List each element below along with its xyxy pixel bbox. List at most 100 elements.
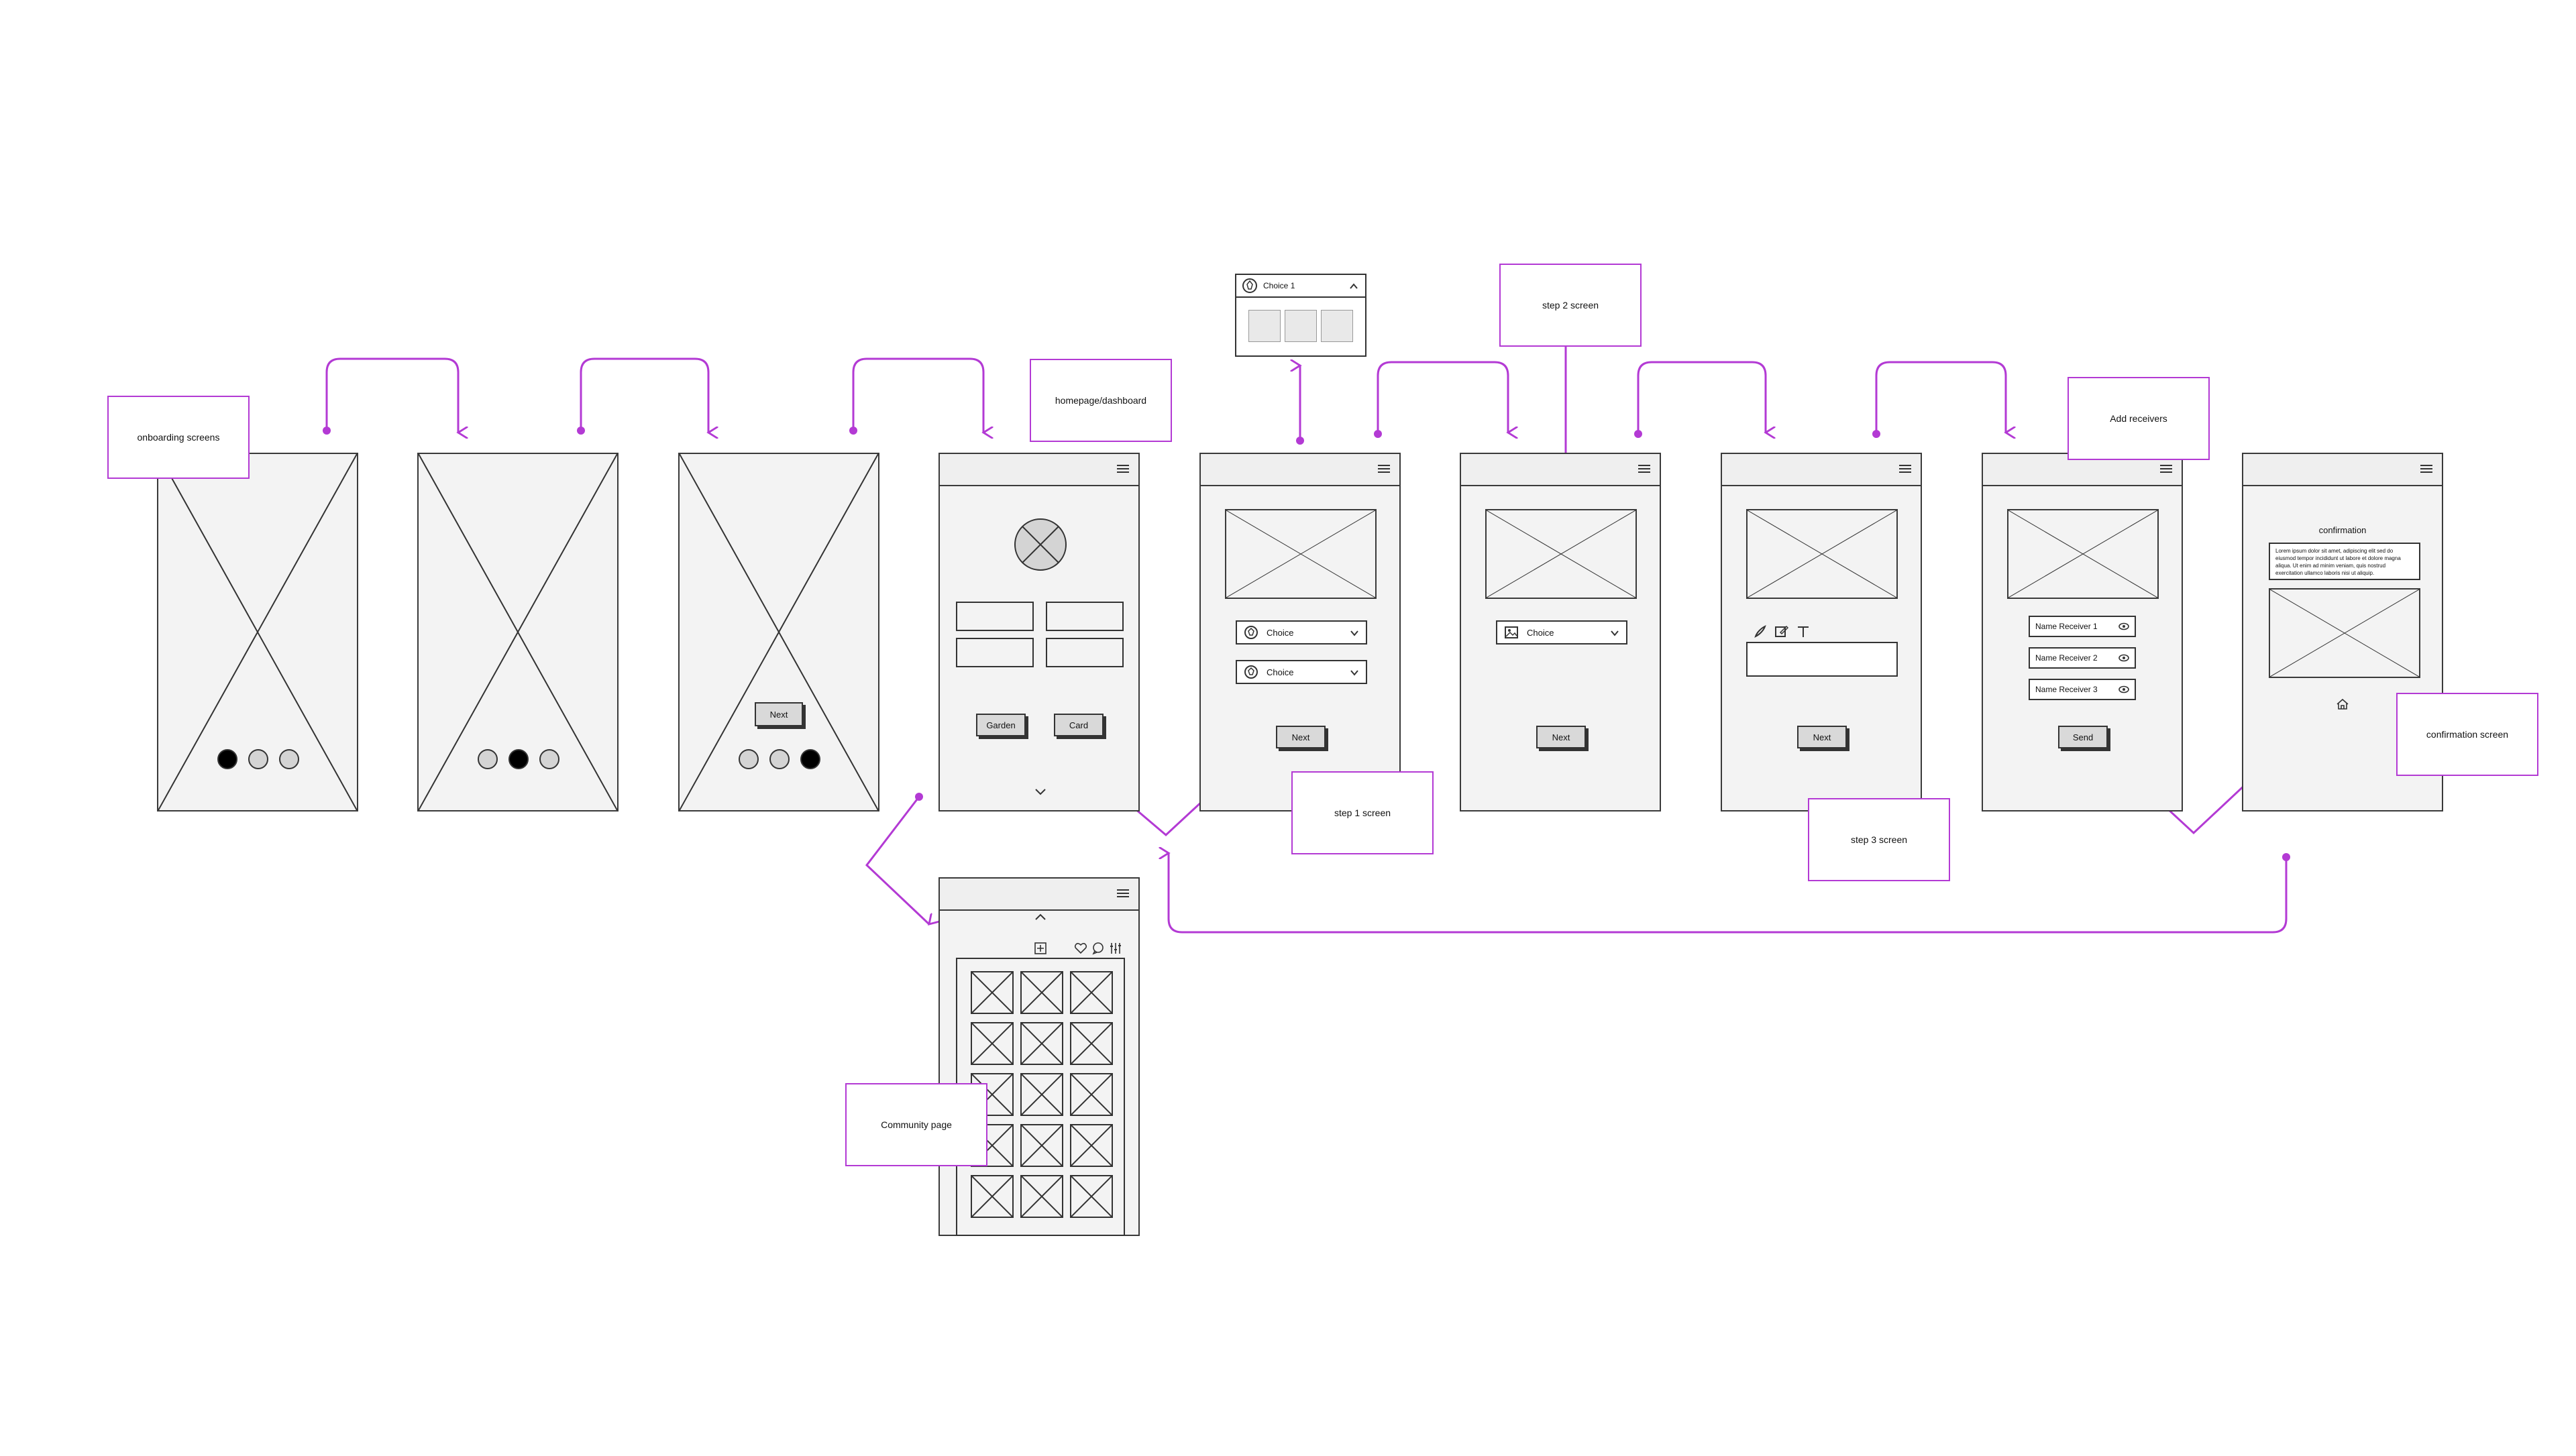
dropdown-value: Choice [1527, 627, 1554, 638]
receiver-row[interactable]: Name Receiver 3 [2029, 679, 2136, 700]
brush-icon[interactable] [1753, 624, 1768, 639]
receiver-name: Name Receiver 2 [2035, 653, 2098, 663]
card-button[interactable]: Card [1054, 714, 1104, 736]
post-grid [956, 958, 1125, 1236]
onboarding-screen-2 [417, 453, 619, 811]
receivers-screen: Name Receiver 1 Name Receiver 2 Name Rec… [1982, 453, 2183, 811]
step2-screen: Choice Next [1460, 453, 1661, 811]
menu-icon[interactable] [1117, 889, 1129, 897]
image-placeholder [2007, 509, 2159, 599]
note-step3: step 3 screen [1808, 798, 1950, 881]
choice-dropdown[interactable]: Choice [1496, 620, 1627, 645]
pager-dot[interactable] [739, 749, 759, 769]
plus-icon[interactable] [1034, 942, 1047, 955]
option-tile[interactable] [1285, 310, 1317, 342]
post-thumbnail[interactable] [1070, 971, 1113, 1014]
image-placeholder [1485, 509, 1637, 599]
menu-icon[interactable] [1638, 465, 1650, 473]
widget-tile[interactable] [956, 602, 1034, 631]
app-bar [940, 454, 1138, 486]
next-button[interactable]: Next [1797, 726, 1847, 748]
message-input[interactable] [1746, 642, 1898, 677]
note-add-receivers: Add receivers [2068, 377, 2210, 460]
pager-dot[interactable] [478, 749, 498, 769]
next-button[interactable]: Next [1276, 726, 1326, 748]
note-community: Community page [845, 1083, 987, 1166]
chevron-up-icon[interactable] [1349, 283, 1358, 290]
garden-button[interactable]: Garden [976, 714, 1026, 736]
post-thumbnail[interactable] [1020, 1124, 1063, 1167]
receiver-row[interactable]: Name Receiver 1 [2029, 616, 2136, 637]
confirmation-message: Lorem ipsum dolor sit amet, adipiscing e… [2269, 543, 2420, 580]
flower-icon [1242, 663, 1260, 681]
widget-tile[interactable] [1046, 602, 1124, 631]
popup-choice-label: Choice 1 [1263, 281, 1295, 290]
note-homepage: homepage/dashboard [1030, 359, 1172, 442]
menu-icon[interactable] [1378, 465, 1390, 473]
post-thumbnail[interactable] [1020, 1073, 1063, 1116]
menu-icon[interactable] [2160, 465, 2172, 473]
choice-dropdown[interactable]: Choice [1236, 660, 1367, 684]
post-thumbnail[interactable] [1020, 1022, 1063, 1065]
step1-screen: Choice Choice Next [1199, 453, 1401, 811]
option-tile[interactable] [1321, 310, 1353, 342]
pager-dot-active[interactable] [508, 749, 529, 769]
chevron-down-icon [1611, 630, 1619, 636]
avatar [1014, 518, 1067, 571]
post-thumbnail[interactable] [1070, 1022, 1113, 1065]
pager-dot[interactable] [248, 749, 268, 769]
next-button[interactable]: Next [1536, 726, 1586, 748]
confirmation-title: confirmation [2318, 525, 2367, 535]
filter-icon[interactable] [1109, 942, 1122, 955]
image-icon [1503, 624, 1520, 641]
menu-icon[interactable] [1899, 465, 1911, 473]
choice-popup: Choice 1 [1235, 274, 1366, 357]
post-thumbnail[interactable] [1020, 1175, 1063, 1218]
widget-tile[interactable] [1046, 638, 1124, 667]
pager-dot-active[interactable] [217, 749, 237, 769]
eye-icon[interactable] [2118, 654, 2129, 662]
choice-dropdown[interactable]: Choice [1236, 620, 1367, 645]
next-button[interactable]: Next [755, 702, 803, 726]
pager-dot[interactable] [279, 749, 299, 769]
eye-icon[interactable] [2118, 685, 2129, 693]
edit-icon[interactable] [1774, 624, 1789, 639]
flower-icon [1242, 624, 1260, 641]
pager-dot[interactable] [769, 749, 790, 769]
confirmation-screen: confirmation Lorem ipsum dolor sit amet,… [2242, 453, 2443, 811]
send-button[interactable]: Send [2058, 726, 2108, 748]
image-placeholder [1746, 509, 1898, 599]
popup-header[interactable]: Choice 1 [1236, 275, 1365, 298]
chevron-down-icon[interactable] [1034, 787, 1047, 797]
pager-dot-active[interactable] [800, 749, 820, 769]
onboarding-screen-1 [157, 453, 358, 811]
chevron-down-icon [1350, 630, 1358, 636]
post-thumbnail[interactable] [971, 1022, 1014, 1065]
chevron-up-icon[interactable] [1034, 912, 1047, 921]
note-step2: step 2 screen [1499, 264, 1642, 347]
post-thumbnail[interactable] [1070, 1175, 1113, 1218]
homepage-screen: Garden Card [938, 453, 1140, 811]
post-thumbnail[interactable] [1070, 1124, 1113, 1167]
post-thumbnail[interactable] [971, 1175, 1014, 1218]
chevron-down-icon [1350, 670, 1358, 676]
menu-icon[interactable] [2420, 465, 2432, 473]
receiver-name: Name Receiver 3 [2035, 685, 2098, 694]
post-thumbnail[interactable] [971, 971, 1014, 1014]
pager-dot[interactable] [539, 749, 559, 769]
option-tile[interactable] [1248, 310, 1281, 342]
home-icon[interactable] [2336, 698, 2349, 710]
post-thumbnail[interactable] [1070, 1073, 1113, 1116]
placeholder-x [158, 454, 357, 810]
note-onboarding: onboarding screens [107, 396, 250, 479]
post-thumbnail[interactable] [1020, 971, 1063, 1014]
widget-tile[interactable] [956, 638, 1034, 667]
text-icon[interactable] [1796, 624, 1811, 639]
eye-icon[interactable] [2118, 622, 2129, 630]
heart-icon[interactable] [1074, 942, 1087, 955]
image-placeholder [1225, 509, 1377, 599]
menu-icon[interactable] [1117, 465, 1129, 473]
comment-icon[interactable] [1091, 942, 1105, 955]
receiver-row[interactable]: Name Receiver 2 [2029, 647, 2136, 669]
placeholder-x [680, 454, 878, 810]
